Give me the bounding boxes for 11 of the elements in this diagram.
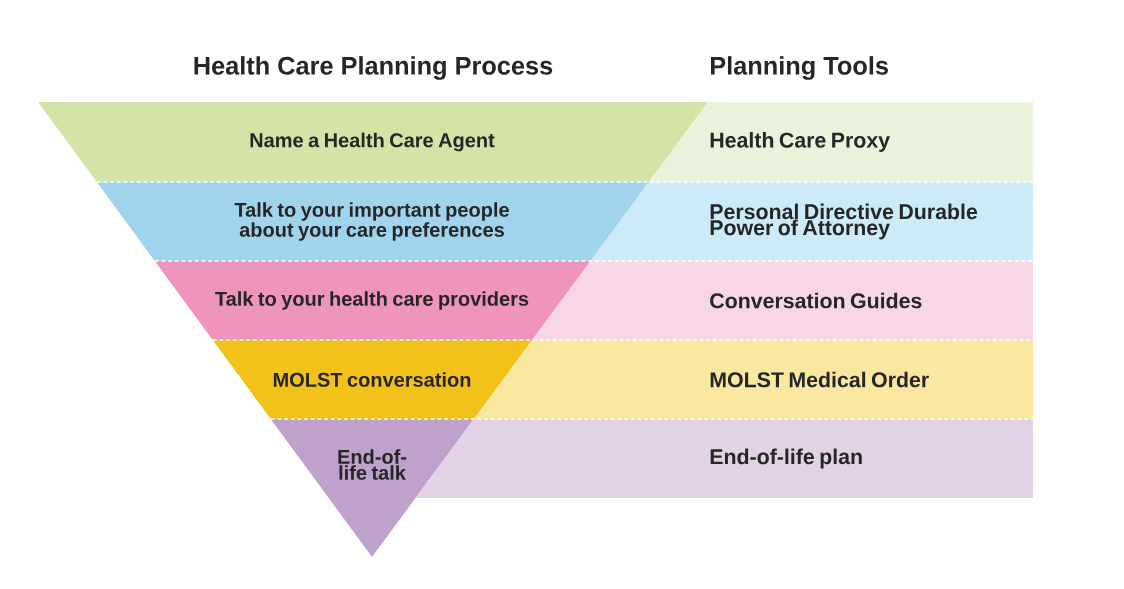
funnel-band: Talk to your important people about your care preferences — [96, 182, 649, 261]
tool-band: Conversation Guides — [532, 261, 1033, 340]
column-heading: Planning Tools — [710, 56, 888, 80]
funnel-band: End-of-life talk — [270, 419, 474, 557]
tool-band: MOLST Medical Order — [473, 340, 1033, 419]
tool-band: Health Care Proxy — [648, 102, 1033, 182]
tool-band: End-of-life plan — [415, 419, 1033, 498]
tool-band: Personal Directive Durable Power of Attorney — [590, 182, 1033, 261]
funnel-band: Talk to your health care providers — [154, 261, 591, 340]
funnel-band: MOLST conversation — [212, 340, 533, 419]
funnel-band: Name a Health Care Agent — [38, 102, 708, 182]
